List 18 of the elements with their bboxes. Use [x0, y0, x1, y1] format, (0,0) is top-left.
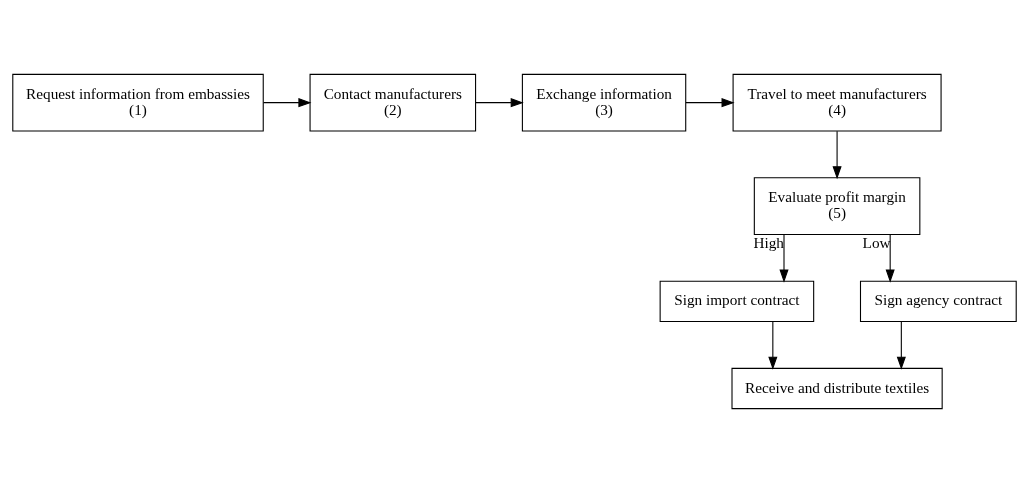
node-box: Contact manufacturers (2)	[309, 73, 477, 132]
arrow	[475, 98, 524, 108]
node-box: Request information from embassies (1)	[12, 73, 264, 132]
arrow	[832, 130, 842, 180]
edge-label: Low	[862, 234, 891, 252]
arrow	[896, 321, 906, 370]
arrow	[685, 98, 735, 108]
node-box: Travel to meet manufacturers (4)	[732, 73, 942, 132]
node-box: Sign agency contract	[859, 280, 1017, 323]
node-box: Receive and distribute textiles	[731, 367, 943, 410]
arrow	[779, 234, 789, 283]
edge-label: High	[753, 234, 784, 252]
arrow	[885, 234, 895, 283]
node-box: Evaluate profit margin (5)	[753, 177, 921, 235]
node-box: Sign import contract	[659, 280, 815, 323]
arrow	[263, 98, 312, 108]
arrow	[768, 321, 778, 370]
node-box: Exchange information (3)	[521, 73, 687, 132]
